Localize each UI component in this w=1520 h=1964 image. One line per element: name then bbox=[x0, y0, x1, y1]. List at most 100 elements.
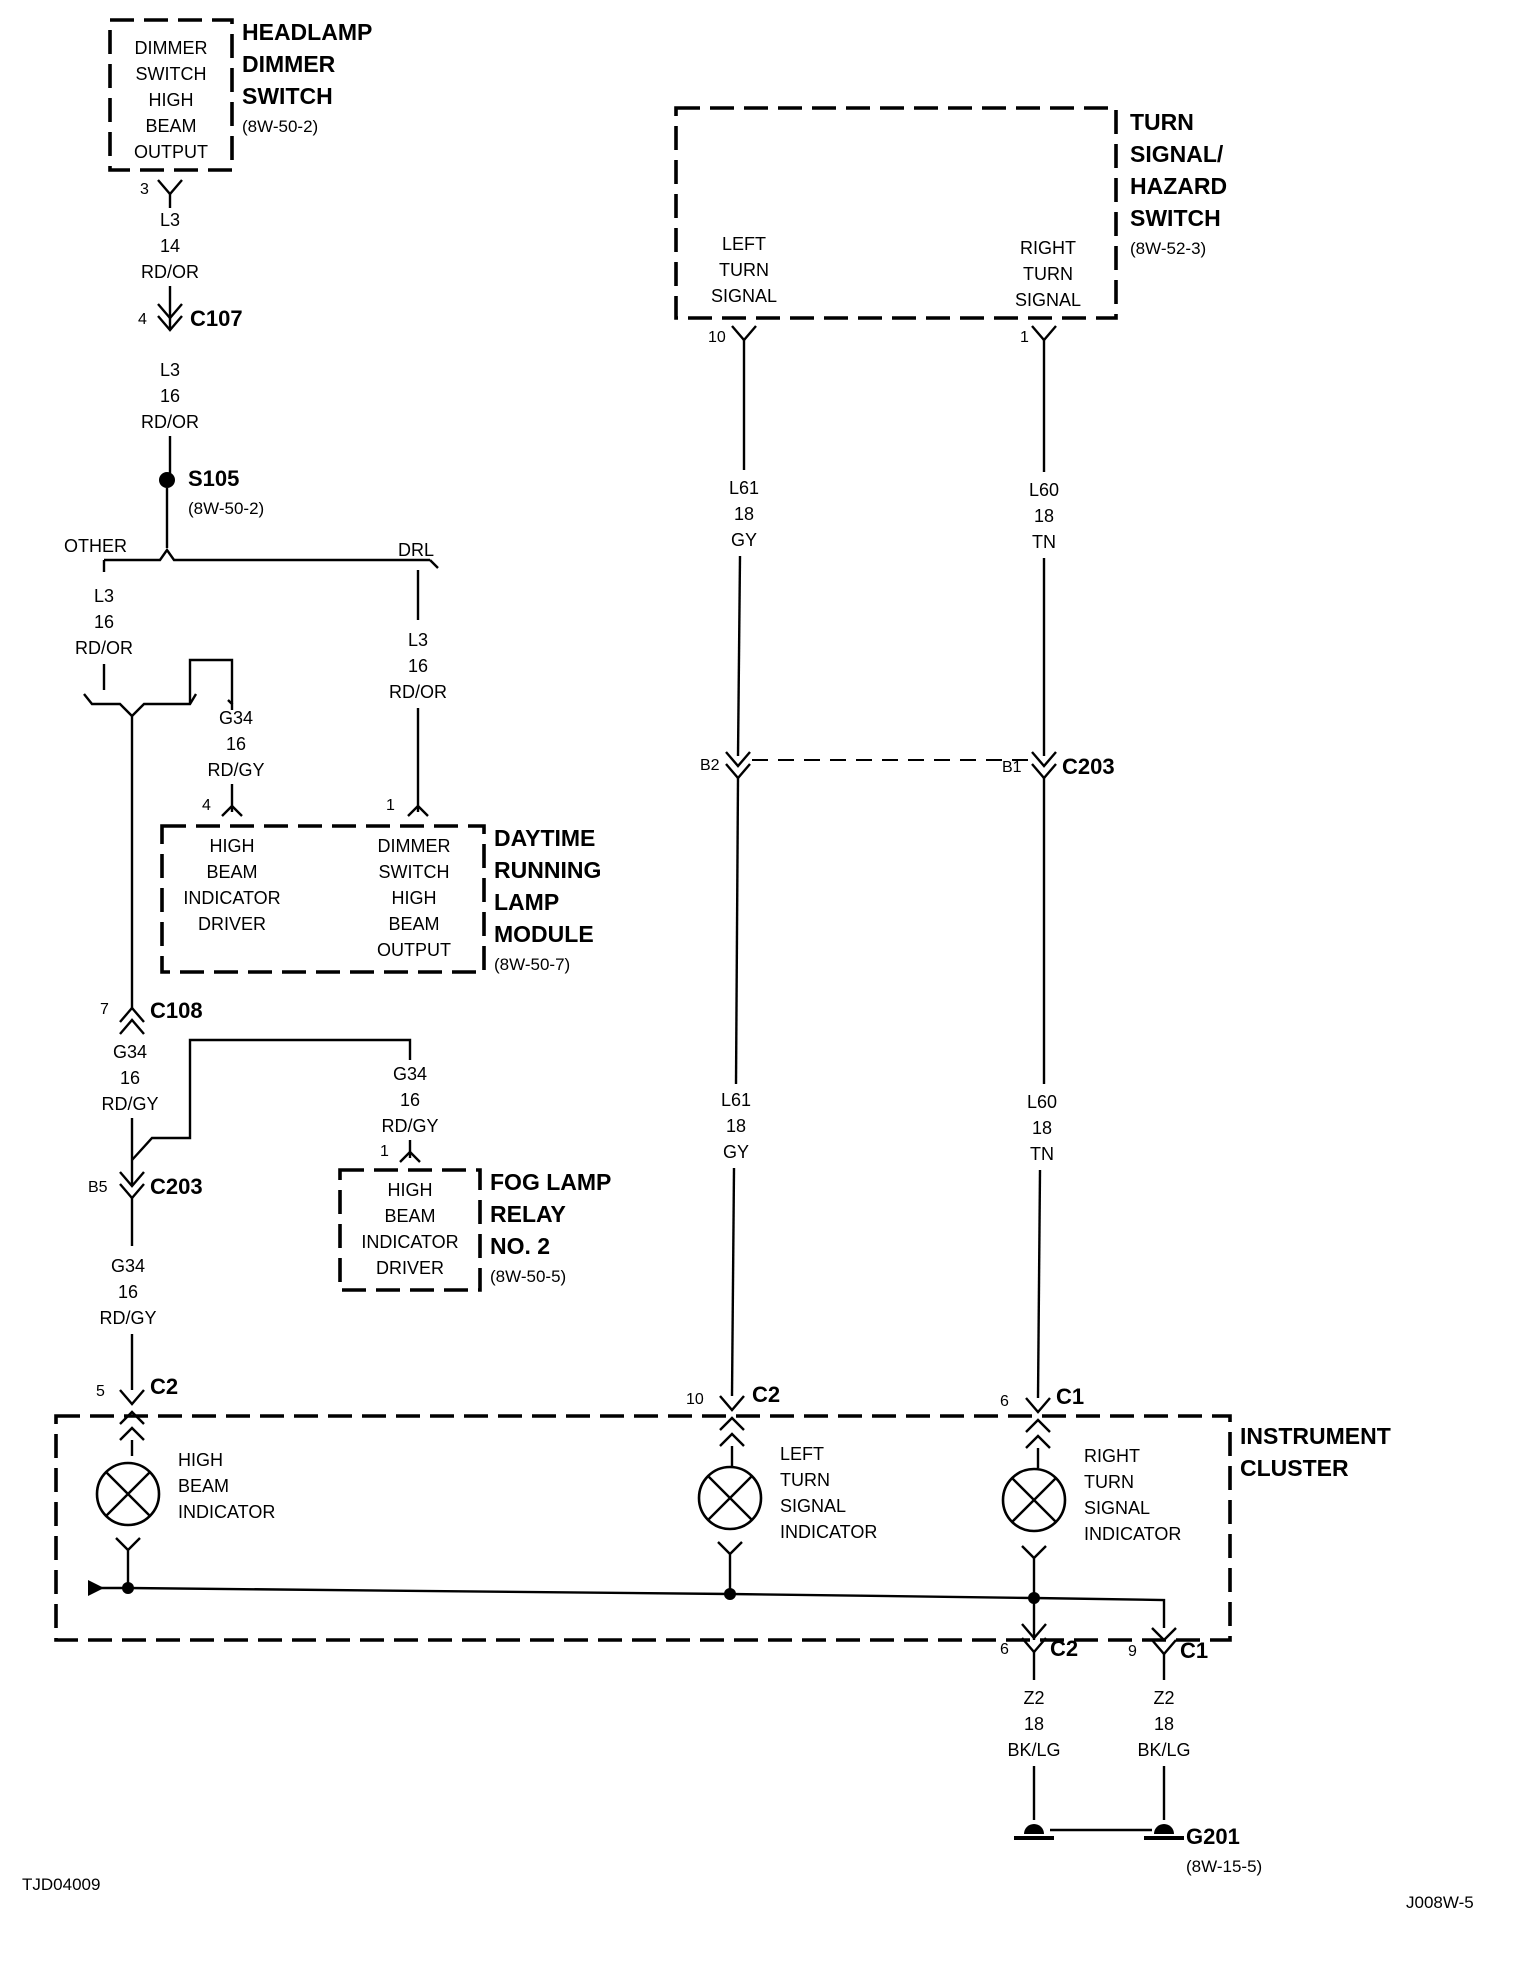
fog-lamp-relay-box bbox=[338, 1168, 482, 1292]
c107-symbol bbox=[157, 303, 183, 332]
l61-top-gauge: 18 bbox=[734, 504, 754, 524]
tss-title-0: TURN bbox=[1130, 109, 1194, 135]
g34-drl-gauge: 16 bbox=[226, 734, 246, 754]
tss-right-pin: 1 bbox=[1020, 329, 1029, 346]
g34-fog-gauge: 16 bbox=[400, 1090, 420, 1110]
hds-title-1: DIMMER bbox=[242, 51, 336, 77]
l3-14-color: RD/OR bbox=[141, 262, 199, 282]
rt-bulb-x bbox=[1011, 1477, 1057, 1523]
wire-label-g34-drl: G34 16 RD/GY bbox=[207, 708, 264, 780]
ground-bus-dot-3 bbox=[1028, 1592, 1040, 1604]
hb-bulb-bottom bbox=[115, 1537, 141, 1588]
hds-title-2: SWITCH bbox=[242, 83, 333, 109]
c2-lt-pin: 10 bbox=[686, 1391, 704, 1408]
tss-right-inner-1: TURN bbox=[1023, 264, 1073, 284]
g201-right-cap bbox=[1154, 1824, 1174, 1834]
drl-right-inner-0: DIMMER bbox=[378, 836, 451, 856]
ground-bus-arrow bbox=[88, 1580, 104, 1596]
instrument-cluster: INSTRUMENT CLUSTER 5 C2 HIGH BEAM INDICA… bbox=[54, 1374, 1391, 1642]
l61-bottom-gauge: 18 bbox=[726, 1116, 746, 1136]
lt-label-0: LEFT bbox=[780, 1444, 824, 1464]
wire-label-g34-c108: G34 16 RD/GY bbox=[101, 1042, 158, 1114]
connector-c108: 7 C108 bbox=[100, 998, 203, 1035]
tss-title-1: SIGNAL/ bbox=[1130, 141, 1224, 167]
fog-inner-0: HIGH bbox=[388, 1180, 433, 1200]
l3-16-a-gauge: 16 bbox=[160, 386, 180, 406]
l3-16-other-name: L3 bbox=[94, 586, 114, 606]
z2-right-name: Z2 bbox=[1153, 1688, 1174, 1708]
g34-c203-color: RD/GY bbox=[99, 1308, 156, 1328]
g201-left-cap bbox=[1024, 1824, 1044, 1834]
tss-left-inner-1: TURN bbox=[719, 260, 769, 280]
drl-pin4-connector bbox=[221, 804, 243, 817]
drl-module-box bbox=[160, 824, 486, 974]
ic-title-1: CLUSTER bbox=[1240, 1455, 1349, 1481]
turn-signal-switch-box bbox=[674, 106, 1118, 320]
fog-pin-connector bbox=[399, 1150, 421, 1163]
right-turn-indicator-bulb bbox=[1001, 1467, 1067, 1533]
drl-left-inner-3: DRIVER bbox=[198, 914, 266, 934]
wire-label-z2-right: Z2 18 BK/LG bbox=[1137, 1688, 1190, 1760]
fog-title-2: NO. 2 bbox=[490, 1233, 550, 1259]
tss-right-pin-connector bbox=[1031, 325, 1057, 342]
l61-bottom-color: GY bbox=[723, 1142, 749, 1162]
fog-lamp-relay: 1 HIGH BEAM INDICATOR DRIVER FOG LAMP RE… bbox=[338, 1143, 611, 1292]
splice-ref: (8W-50-2) bbox=[188, 499, 264, 518]
lt-label-3: INDICATOR bbox=[780, 1522, 877, 1542]
lt-label-2: SIGNAL bbox=[780, 1496, 846, 1516]
footer-right-code: J008W-5 bbox=[1406, 1893, 1474, 1912]
wire-label-g34-fog: G34 16 RD/GY bbox=[381, 1064, 438, 1136]
fog-inner-3: DRIVER bbox=[376, 1258, 444, 1278]
c2-lt-name: C2 bbox=[752, 1382, 780, 1407]
hds-pin-connector bbox=[157, 179, 183, 196]
g34-c108-gauge: 16 bbox=[120, 1068, 140, 1088]
hb-bulb-x bbox=[105, 1471, 151, 1517]
l3-16-drl-gauge: 16 bbox=[408, 656, 428, 676]
rt-label-1: TURN bbox=[1084, 1472, 1134, 1492]
lt-label-1: TURN bbox=[780, 1470, 830, 1490]
c1-rt-outer bbox=[1025, 1397, 1051, 1414]
left-turn-indicator-bulb bbox=[697, 1465, 763, 1531]
l61-top-name: L61 bbox=[729, 478, 759, 498]
wire-g34-to-fog bbox=[131, 1038, 412, 1161]
l3-16-drl-name: L3 bbox=[408, 630, 428, 650]
drl-right-inner-3: BEAM bbox=[388, 914, 439, 934]
c1-rt-inner bbox=[1025, 1418, 1051, 1449]
wire-label-g34-c203: G34 16 RD/GY bbox=[99, 1256, 156, 1328]
splice-s105: S105 (8W-50-2) bbox=[159, 466, 264, 518]
hds-inner-1: SWITCH bbox=[136, 64, 207, 84]
c203-b2-pin: B2 bbox=[700, 757, 720, 774]
c108-symbol bbox=[119, 1006, 145, 1035]
wire-label-l60-bottom: L60 18 TN bbox=[1027, 1092, 1057, 1164]
connector-c107: 4 C107 bbox=[138, 303, 243, 332]
high-beam-indicator-bulb bbox=[95, 1461, 161, 1527]
c108-pin: 7 bbox=[100, 1001, 109, 1018]
drl-title-1: RUNNING bbox=[494, 857, 601, 883]
l60-bottom-gauge: 18 bbox=[1032, 1118, 1052, 1138]
c2-hb-pin: 5 bbox=[96, 1383, 105, 1400]
drl-title-0: DAYTIME bbox=[494, 825, 595, 851]
lt-bulb-bottom bbox=[717, 1541, 743, 1594]
g34-c108-color: RD/GY bbox=[101, 1094, 158, 1114]
c107-name: C107 bbox=[190, 306, 243, 331]
fog-pin: 1 bbox=[380, 1143, 389, 1160]
c1-rt-name: C1 bbox=[1056, 1384, 1084, 1409]
l60-top-gauge: 18 bbox=[1034, 506, 1054, 526]
c107-pin: 4 bbox=[138, 311, 147, 328]
hds-pin: 3 bbox=[140, 181, 149, 198]
drl-left-inner-1: BEAM bbox=[206, 862, 257, 882]
c2-gnd-name: C2 bbox=[1050, 1636, 1078, 1661]
wire-label-z2-left: Z2 18 BK/LG bbox=[1007, 1688, 1060, 1760]
tss-left-inner-0: LEFT bbox=[722, 234, 766, 254]
drl-right-pin: 1 bbox=[386, 797, 395, 814]
tss-left-inner-2: SIGNAL bbox=[711, 286, 777, 306]
ic-title-0: INSTRUMENT bbox=[1240, 1423, 1391, 1449]
wire-l60-bottom-2 bbox=[1036, 1169, 1042, 1399]
g201-name: G201 bbox=[1186, 1824, 1240, 1849]
wire-label-l3-16-drl: L3 16 RD/OR bbox=[389, 630, 447, 702]
other-g34-junction bbox=[83, 693, 198, 718]
tss-title-2: HAZARD bbox=[1130, 173, 1227, 199]
l60-bottom-color: TN bbox=[1030, 1144, 1054, 1164]
g34-c203-name: G34 bbox=[111, 1256, 145, 1276]
connector-c2-ground: 6 C2 bbox=[1000, 1623, 1078, 1661]
